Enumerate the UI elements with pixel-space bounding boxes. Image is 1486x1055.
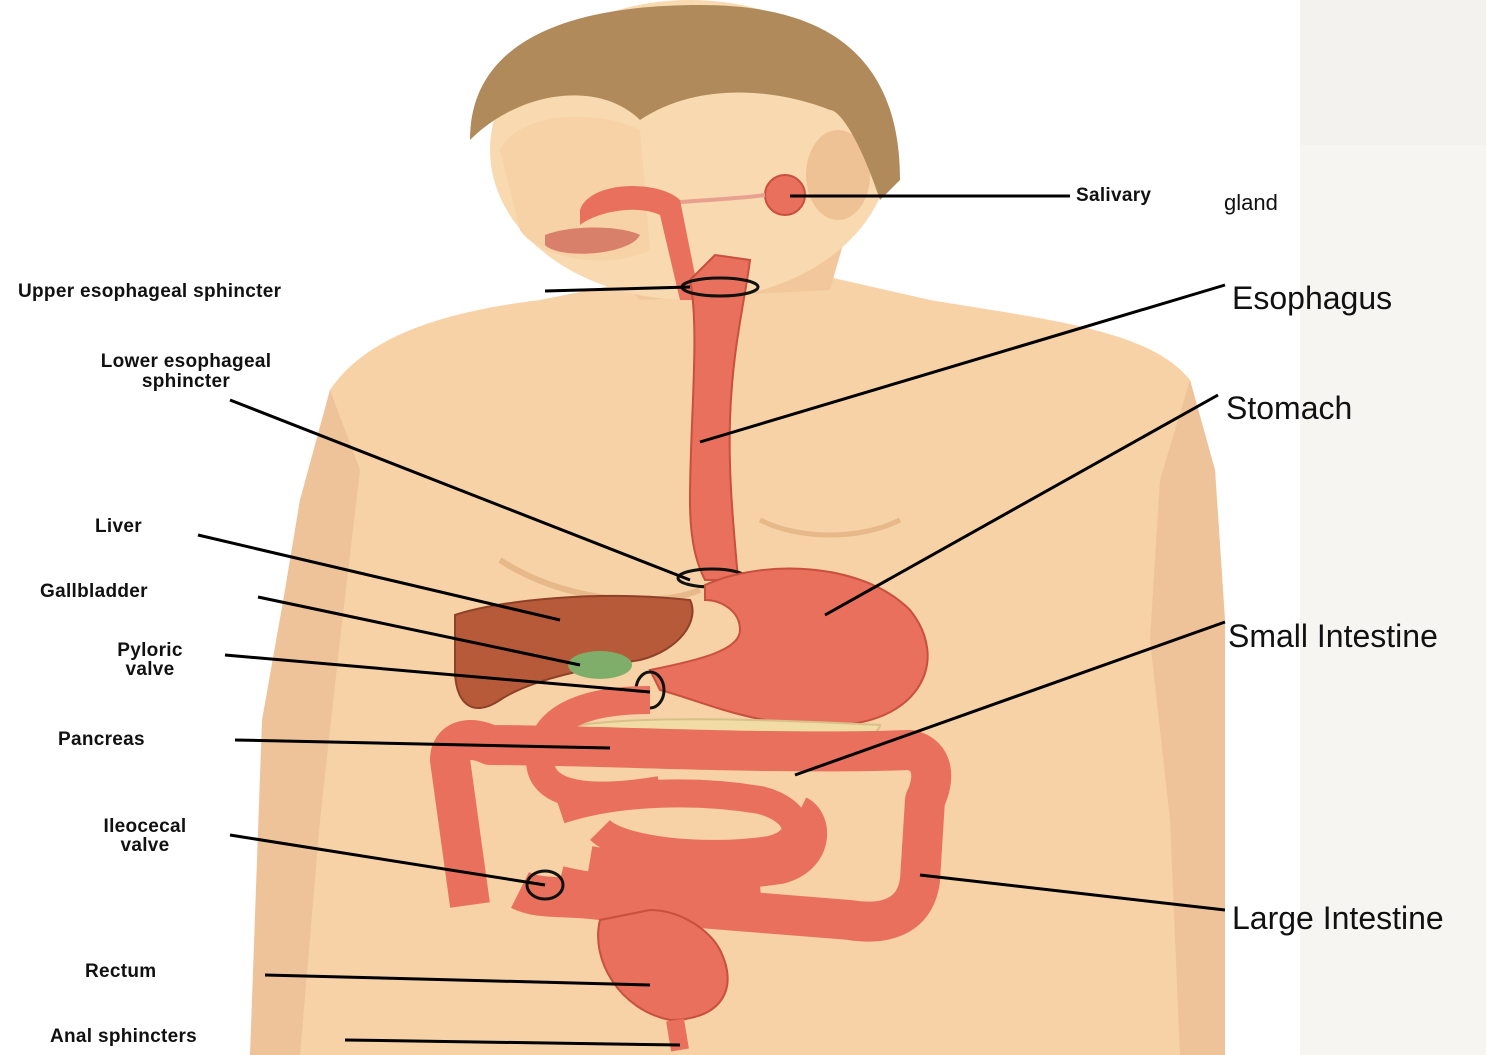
label-pyloric-line1: Pyloric <box>80 641 220 660</box>
label-ileocecal-line2: valve <box>55 836 235 855</box>
label-esophagus: Esophagus <box>1232 282 1392 314</box>
label-gallbladder: Gallbladder <box>40 582 148 601</box>
label-upper-esophageal-sphincter: Upper esophageal sphincter <box>18 282 281 301</box>
label-large-intestine: Large Intestine <box>1232 902 1444 934</box>
label-salivary: Salivary <box>1076 186 1151 205</box>
label-gland: gland <box>1224 192 1278 214</box>
label-pyloric-line2: valve <box>80 660 220 679</box>
label-rectum: Rectum <box>85 962 156 981</box>
label-small-intestine: Small Intestine <box>1228 620 1438 652</box>
label-stomach: Stomach <box>1226 392 1352 424</box>
label-liver: Liver <box>95 517 142 536</box>
label-anal-sphincters: Anal sphincters <box>50 1027 197 1046</box>
label-lower-esophageal-line2: sphincter <box>16 372 356 391</box>
label-pancreas: Pancreas <box>58 730 145 749</box>
label-ileocecal-line1: Ileocecal <box>55 817 235 836</box>
label-lower-esophageal-line1: Lower esophageal <box>16 352 356 371</box>
